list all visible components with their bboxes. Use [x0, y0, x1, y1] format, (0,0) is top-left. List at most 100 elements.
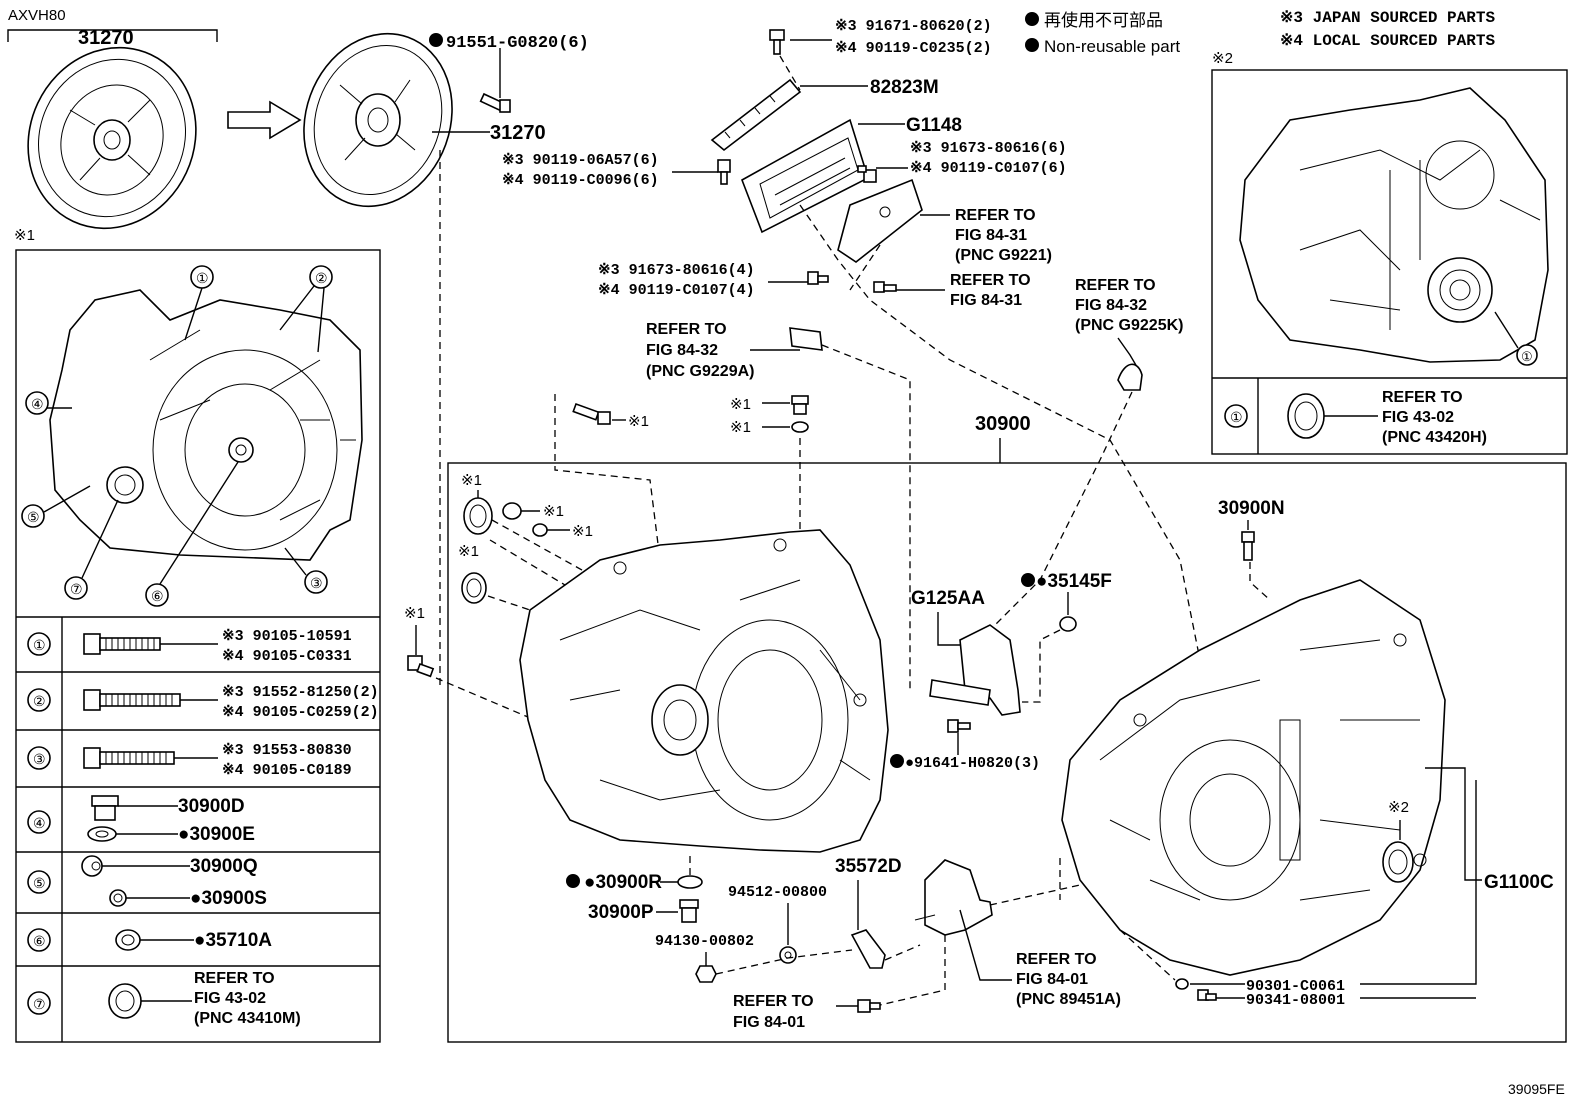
mark-gasket-a: ※1 [730, 419, 751, 436]
bolt-d3-label: ※3 91673-80616(4) [598, 262, 755, 279]
bolt-icon-h [947, 719, 971, 733]
legend-en: Non-reusable part [1044, 37, 1180, 56]
cover-image [837, 178, 923, 263]
mark-seal-case: ※2 [1388, 799, 1409, 816]
svg-text:②: ② [315, 270, 328, 286]
ecu-label: G1148 [906, 115, 962, 136]
bolt-a4-label: ※4 90119-C0235(2) [835, 40, 992, 57]
bolt-icon-e [873, 281, 897, 293]
box1-row7-line2: FIG 43-02 [194, 990, 266, 1007]
legend-local-sourced: ※4 LOCAL SOURCED PARTS [1280, 32, 1495, 50]
legend-jp: 再使用不可部品 [1044, 10, 1163, 30]
washer-e-image [1175, 978, 1189, 990]
washer-label: 94512-00800 [728, 884, 827, 901]
box2-frame [1211, 69, 1568, 455]
plug-n-image [1241, 531, 1255, 561]
mark-bolt-left: ※1 [404, 605, 425, 622]
svg-text:⑦: ⑦ [70, 581, 83, 597]
refer-b-1: REFER TO [950, 272, 1031, 289]
bolt-d4-label: ※4 90119-C0107(4) [598, 282, 755, 299]
ref-31270-top: 31270 [78, 27, 134, 49]
box1-row7-line3: (PNC 43410M) [194, 1010, 301, 1027]
svg-text:⑥: ⑥ [151, 588, 164, 604]
cap-1-image [502, 502, 522, 520]
speed-sensor-image [914, 859, 993, 936]
refer-d-2: FIG 84-32 [646, 342, 718, 359]
clutch-disc-image [303, 32, 453, 208]
box2-line1: REFER TO [1382, 389, 1463, 406]
oring-label: ●35145F [1036, 571, 1112, 592]
bolt-icon-c [857, 165, 877, 183]
gasket-r-label: ●30900R [584, 872, 662, 893]
dot-gasketr-icon [566, 874, 580, 888]
nut-label: 94130-00802 [655, 933, 754, 950]
box2-row-n: ① [1230, 409, 1243, 425]
box1-row1-line2: ※4 90105-C0331 [222, 648, 352, 665]
sensor-image [929, 624, 1021, 716]
housing-image [519, 529, 889, 853]
bolt-b4-label: ※4 90119-C0096(6) [502, 172, 659, 189]
box2-case-image [1239, 87, 1549, 363]
connector-d-image [789, 327, 823, 351]
refer-a-1: REFER TO [955, 207, 1036, 224]
svg-text:①: ① [33, 637, 46, 653]
box1-row6-line1: ●35710A [194, 930, 272, 951]
box1-row2-line2: ※4 90105-C0259(2) [222, 704, 379, 721]
mark-seal-1: ※1 [461, 472, 482, 489]
svg-text:④: ④ [33, 815, 46, 831]
dot-oring-icon [1021, 573, 1035, 587]
refer-d-1: REFER TO [646, 321, 727, 338]
box1-row5-line2: ●30900S [190, 888, 267, 909]
refer-c-3: (PNC G9225K) [1075, 317, 1183, 334]
gasket-r-image [677, 875, 703, 889]
seal-2-image [461, 572, 487, 604]
legend-dot-icon [1025, 12, 1039, 26]
main-frame [447, 462, 1567, 1043]
refer-d-3: (PNC G9229A) [646, 363, 754, 380]
case-image [1061, 579, 1446, 976]
refer-b-2: FIG 84-31 [950, 292, 1022, 309]
bolt-icon-left [407, 655, 435, 678]
seal-image [1287, 393, 1325, 439]
box1-row4-line2: ●30900E [178, 824, 255, 845]
bolt-icon-b [717, 159, 731, 185]
refer-f-2: FIG 84-01 [733, 1014, 805, 1031]
clamp-label: 35572D [835, 856, 902, 877]
box1-case-image [49, 289, 363, 561]
legend-dot-icon-2 [1025, 38, 1039, 52]
box1-row2-line1: ※3 91552-81250(2) [222, 684, 379, 701]
svg-text:③: ③ [33, 751, 46, 767]
bolt-icon-a [769, 29, 785, 55]
box1-row3-line2: ※4 90105-C0189 [222, 762, 352, 779]
bolt-f-label: 90341-08001 [1246, 992, 1345, 1009]
svg-text:②: ② [33, 693, 46, 709]
box2-mark: ※2 [1212, 50, 1233, 67]
case-label: G1100C [1484, 872, 1554, 893]
bracket-82823m-image [710, 78, 802, 152]
bolt-c4-label: ※4 90119-C0107(6) [910, 160, 1067, 177]
bracket-label: 82823M [870, 77, 939, 98]
cap-2-image [532, 523, 548, 537]
bolt-icon [479, 92, 511, 113]
box2-line2: FIG 43-02 [1382, 409, 1454, 426]
gasket-icon [791, 421, 809, 433]
box1-callouts: ① ② ③ ④ ⑤ ⑦ ⑥ [21, 265, 333, 607]
svg-text:①: ① [196, 270, 209, 286]
model-code: AXVH80 [8, 7, 66, 24]
nut-image [695, 965, 717, 983]
svg-text:⑥: ⑥ [33, 933, 46, 949]
box1-row3-line1: ※3 91553-80830 [222, 742, 352, 759]
mark-bolt-main1: ※1 [628, 413, 649, 430]
bolt-icon-refer-f [857, 999, 881, 1013]
svg-text:④: ④ [31, 396, 44, 412]
bolt-a3-label: ※3 91671-80620(2) [835, 18, 992, 35]
svg-text:⑦: ⑦ [33, 996, 46, 1012]
clutch-bolt-label: 91551-G0820(6) [446, 34, 589, 53]
arrow-icon [227, 100, 302, 140]
refer-a-2: FIG 84-31 [955, 227, 1027, 244]
plug-p-label: 30900P [588, 902, 654, 923]
bolt-icon-d [807, 271, 829, 285]
box1-row1-line1: ※3 90105-10591 [222, 628, 352, 645]
refer-c-1: REFER TO [1075, 277, 1156, 294]
